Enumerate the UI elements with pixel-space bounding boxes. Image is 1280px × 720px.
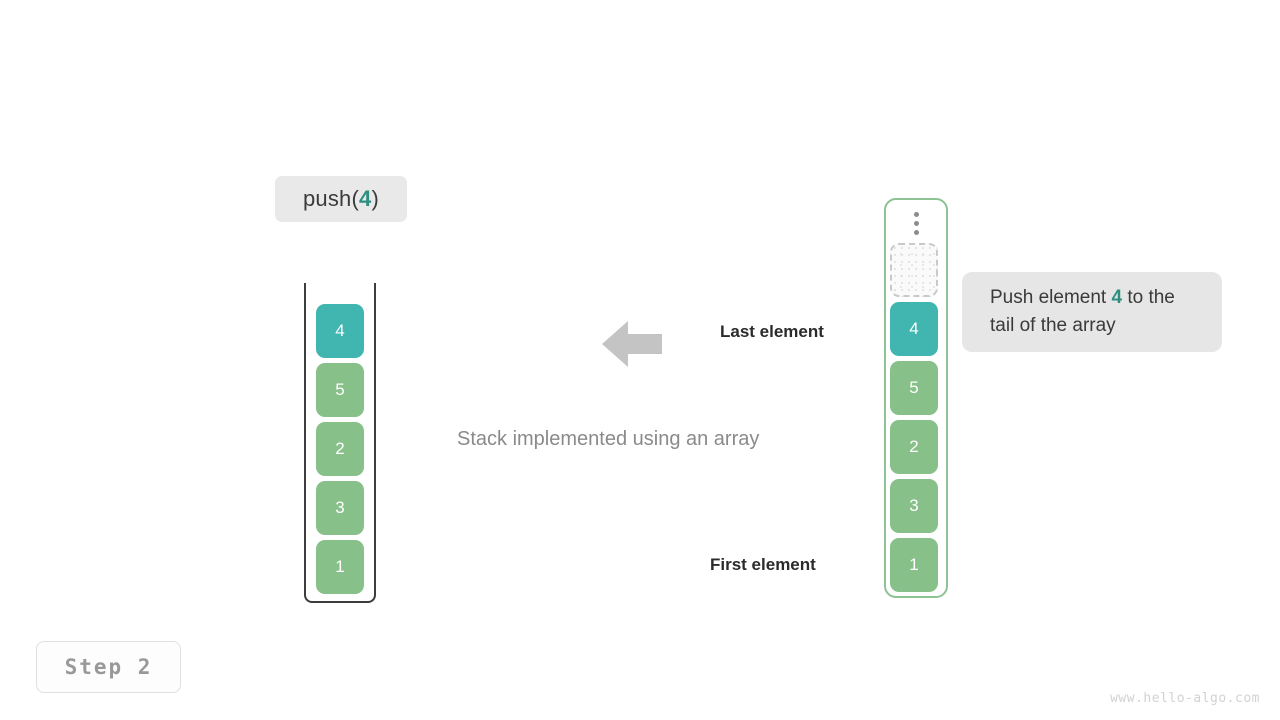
tooltip-bubble: Push element 4 to the tail of the array (962, 272, 1222, 352)
stack-cell: 5 (316, 363, 364, 417)
array-cell: 4 (890, 302, 938, 356)
stack-cell: 3 (316, 481, 364, 535)
stack-cell: 2 (316, 422, 364, 476)
array-cell: 1 (890, 538, 938, 592)
tooltip-tail: to the tail of the array (990, 287, 1175, 336)
stack-cell: 1 (316, 540, 364, 594)
operation-argument: 4 (359, 186, 372, 211)
operation-suffix: ) (371, 186, 379, 211)
step-badge: Step 2 (36, 641, 181, 693)
ellipsis-dot (913, 212, 919, 217)
last-element-label: Last element (720, 322, 824, 341)
tooltip-accent: 4 (1111, 287, 1123, 308)
stack-wall-right (374, 283, 376, 591)
array-cell: 2 (890, 420, 938, 474)
ellipsis-dot (913, 221, 919, 226)
diagram-caption: Stack implemented using an array (457, 428, 760, 450)
operation-label: push(4) (275, 176, 407, 222)
stack-container (304, 283, 376, 603)
ellipsis-dot (913, 230, 919, 235)
vertical-ellipsis-icon (908, 212, 924, 235)
array-cell: 3 (890, 479, 938, 533)
arrow-left-icon (602, 321, 662, 367)
operation-prefix: push( (302, 186, 360, 211)
stack-wall-left (304, 283, 306, 591)
first-element-label: First element (710, 555, 816, 574)
array-cell: 5 (890, 361, 938, 415)
watermark: www.hello-algo.com (1110, 691, 1260, 706)
tooltip-lead: Push element (990, 287, 1112, 308)
stack-cell: 4 (316, 304, 364, 358)
array-empty-slot (890, 243, 938, 297)
stack-floor (304, 587, 376, 603)
tooltip-text: Push element 4 to the tail of the array (990, 284, 1194, 340)
